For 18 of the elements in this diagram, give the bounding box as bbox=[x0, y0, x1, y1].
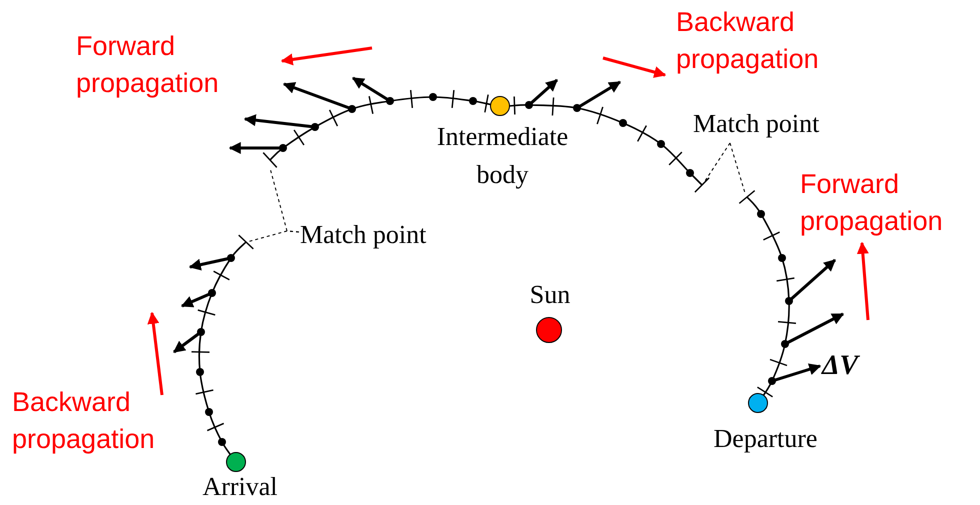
delta-v-label: ΔV bbox=[822, 350, 858, 382]
match-point-label: Match point bbox=[693, 105, 820, 143]
body-circle bbox=[490, 96, 510, 116]
propagation-label: Backward propagation bbox=[676, 6, 820, 76]
body-label: Departure bbox=[712, 423, 818, 455]
match-point-label: Match point bbox=[300, 216, 426, 254]
leader-line bbox=[270, 168, 300, 232]
body-circle bbox=[226, 452, 246, 472]
body-label: Sun bbox=[528, 279, 572, 311]
propagation-label: Forward propagation bbox=[800, 168, 944, 238]
leader-line bbox=[730, 142, 746, 194]
leader-line bbox=[702, 142, 730, 184]
body-label: Arrival bbox=[201, 471, 279, 503]
sun-circle bbox=[536, 317, 562, 343]
propagation-label: Forward propagation bbox=[76, 30, 220, 100]
body-label: Intermediate body bbox=[436, 121, 570, 191]
body-circle bbox=[748, 393, 768, 413]
propagation-label: Backward propagation bbox=[12, 386, 156, 456]
